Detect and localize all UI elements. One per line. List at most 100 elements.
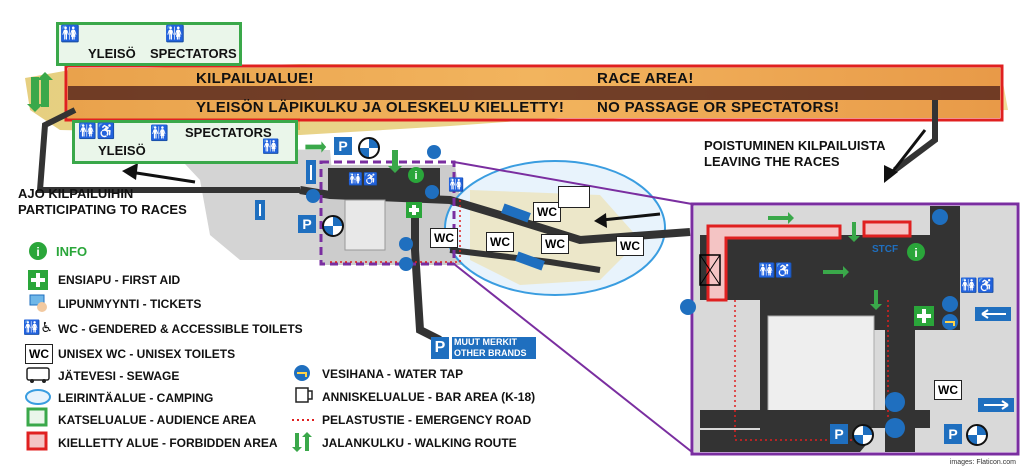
unisex-wc-icon: WC <box>430 228 458 248</box>
inset-road-lower <box>700 410 930 428</box>
legend-ticket-icon <box>29 294 47 312</box>
sewage-icon <box>558 186 590 208</box>
direction-sign <box>680 209 958 438</box>
zoom-connector-bottom <box>453 263 693 453</box>
arrow-glyph <box>981 309 1006 319</box>
toilets-icon: 🚻♿ <box>758 262 793 278</box>
zoom-zone <box>319 160 456 266</box>
bmw-logo-icon <box>852 424 874 446</box>
road-exit <box>893 100 938 173</box>
participating-fi-label: AJO KILPAILUIHIN <box>18 186 134 201</box>
parking-sign: P <box>830 424 848 444</box>
race-area-en-label: RACE AREA! <box>597 70 694 87</box>
stage-icon <box>699 254 721 286</box>
legend-forbidden-area-label: KIELLETTY ALUE - FORBIDDEN AREA <box>58 436 278 450</box>
legend-water-tap-icon <box>294 365 310 381</box>
direction-sign <box>306 145 441 271</box>
bmw-logo-icon <box>966 424 988 446</box>
parking-sign: P <box>431 337 449 359</box>
leaving-arrowhead <box>884 165 898 183</box>
yleiso-top-label: YLEISÖ <box>88 46 136 61</box>
leaving-en-label: LEAVING THE RACES <box>704 154 840 169</box>
walking-route-icon <box>388 150 402 173</box>
legend-sewage-label: JÄTEVESI - SEWAGE <box>58 369 180 383</box>
spectators-mid-label: SPECTATORS <box>185 125 272 140</box>
legend-first-aid-icon <box>28 270 48 290</box>
direction-sign <box>255 160 545 271</box>
road-main <box>299 186 691 245</box>
race-area-fi-label: KILPAILUALUE! <box>196 70 314 87</box>
toilets-icon: 🚻 <box>448 177 465 192</box>
participating-arrowhead <box>122 163 138 180</box>
other-brands-label: OTHER BRANDS <box>454 348 527 358</box>
toilets-icon: 🚻♿ <box>960 277 995 293</box>
toilets-icon: 🚻♿ <box>78 123 116 140</box>
svg-text:i: i <box>36 245 39 259</box>
legend-forbidden-area-icon <box>26 431 48 451</box>
stcf-logo: STCF <box>872 244 899 255</box>
road-camping <box>449 247 601 273</box>
legend-walking-route-icon <box>292 432 312 452</box>
svg-text:i: i <box>414 170 417 182</box>
participating-en-label: PARTICIPATING TO RACES <box>18 202 187 217</box>
walking-route-icon <box>305 141 327 153</box>
legend-camping-label: LEIRINTÄALUE - CAMPING <box>58 391 214 405</box>
muut-merkit-label: MUUT MERKIT <box>454 337 517 347</box>
toilets-icon: 🚻 <box>165 26 185 43</box>
walking-route-icon <box>768 212 882 310</box>
audience-area-top <box>56 22 242 66</box>
road-down <box>411 200 442 344</box>
road-entry-left <box>36 107 300 193</box>
unisex-wc-icon: WC <box>541 234 569 254</box>
zoom-connector-top <box>453 161 693 205</box>
emergency-road <box>330 200 461 263</box>
walking-route-icon <box>27 72 53 112</box>
toilets-icon: 🚻 <box>262 138 280 154</box>
arrow-glyph <box>984 400 1009 410</box>
first-aid-icon <box>406 202 422 218</box>
legend-bar-label: ANNISKELUALUE - BAR AREA (K-18) <box>322 390 536 404</box>
spectators-top-label: SPECTATORS <box>150 46 237 61</box>
forbidden-area-border <box>64 64 1004 122</box>
race-straight <box>68 86 1000 100</box>
no-passage-en-label: NO PASSAGE OR SPECTATORS! <box>597 99 840 116</box>
unisex-wc-icon: WC <box>486 232 514 252</box>
unisex-wc-icon: WC <box>616 236 644 256</box>
legend-water-tap-label: VESIHANA - WATER TAP <box>322 367 464 381</box>
info-icon: i <box>408 167 424 183</box>
legend-info-icon: i <box>29 242 47 260</box>
legend-walking-route-label: JALANKULKU - WALKING ROUTE <box>322 436 517 450</box>
water-tap-icon <box>942 314 958 330</box>
first-aid-icon <box>914 306 934 326</box>
bmw-logo-icon <box>322 215 344 237</box>
legend-audience-area-label: KATSELUALUE - AUDIENCE AREA <box>58 413 257 427</box>
legend-bar-icon <box>295 387 313 403</box>
legend-toilets-icon: 🚻♿ <box>23 319 53 336</box>
inset-forbidden-area <box>706 224 842 302</box>
svg-text:i: i <box>914 246 917 260</box>
info-icon: i <box>907 243 925 261</box>
parking-sign: P <box>334 137 352 155</box>
legend-camping-icon <box>25 389 51 405</box>
leaving-arrow <box>888 129 927 176</box>
audience-area-mid <box>72 120 298 164</box>
parking-sign: P <box>944 424 962 444</box>
inset-forbidden-area <box>862 220 912 238</box>
building-center <box>344 199 386 251</box>
legend-emergency-road-label: PELASTUSTIE - EMERGENCY ROAD <box>322 413 532 427</box>
toilets-icon: 🚻 <box>60 26 80 43</box>
legend-toilets-label: WC - GENDERED & ACCESSIBLE TOILETS <box>58 322 303 336</box>
legend-unisex-wc-icon: WC <box>25 344 53 364</box>
legend-audience-area-icon <box>26 407 48 427</box>
toilets-icon: 🚻♿ <box>348 172 378 186</box>
image-credit: images: Flaticon.com <box>949 459 1016 466</box>
legend-info-label: INFO <box>56 244 88 259</box>
inset-building <box>767 315 875 417</box>
toilets-icon: 🚻 <box>150 125 169 142</box>
legend-ticket-label: LIPUNMYYNTI - TICKETS <box>58 297 202 311</box>
legend-unisex-wc-label: UNISEX WC - UNISEX TOILETS <box>58 347 236 361</box>
legend-sewage-icon <box>26 367 50 383</box>
camping-arrow <box>601 212 661 222</box>
unisex-wc-icon: WC <box>533 202 561 222</box>
